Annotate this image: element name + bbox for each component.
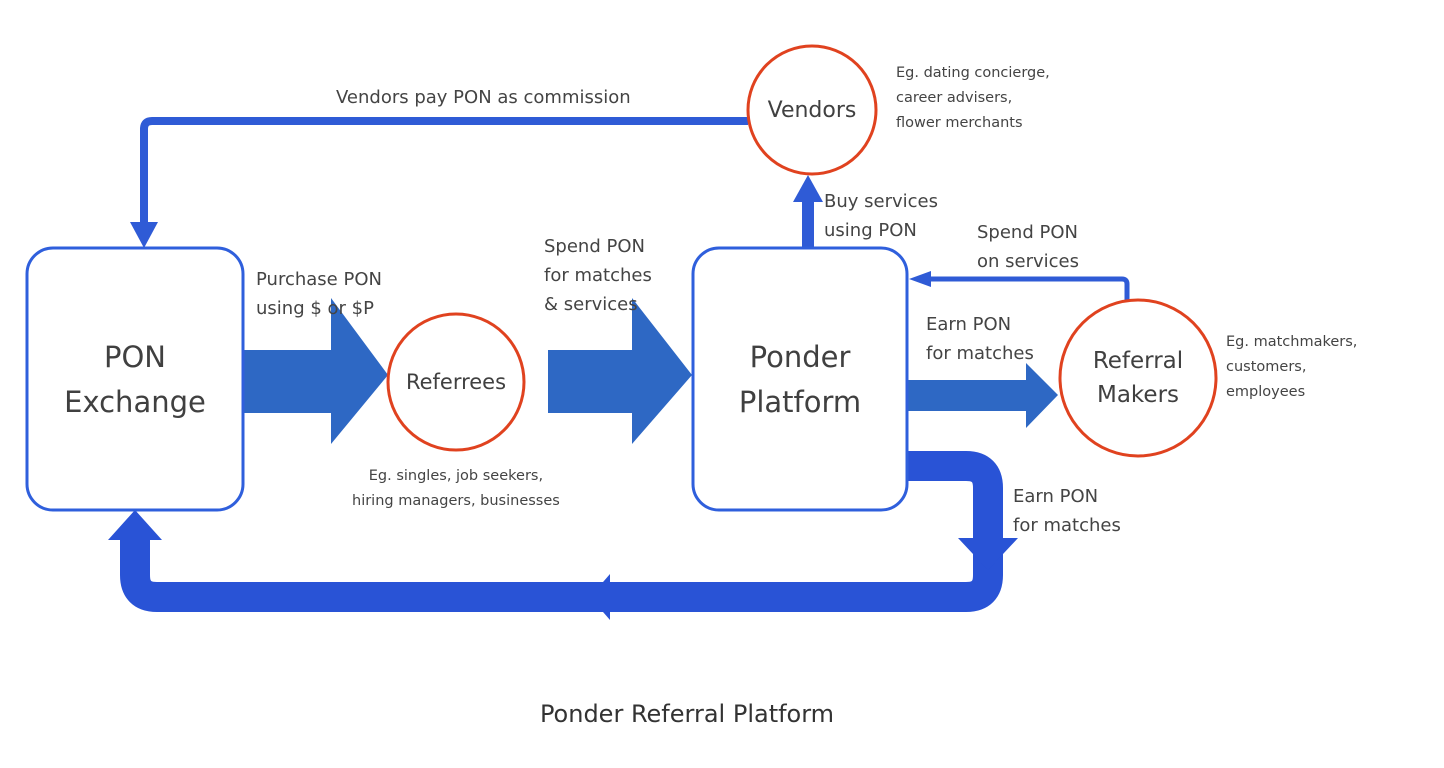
earn-pon-loop-label: Earn PON for matches [1013,486,1121,536]
vendors-to-exchange-arrow [140,117,748,226]
vendors-circle [746,44,878,176]
referrees-to-platform-arrow [548,298,692,444]
purchase-pon-label: Purchase PON using $ or $P [256,269,382,319]
buy-services-label: Buy services using PON [824,191,938,241]
vendors-to-exchange-arrowhead [130,222,158,248]
ponder-platform-label: Ponder Platform [738,340,862,419]
loop-midway-arrowhead [590,574,610,620]
platform-to-vendors-shaft [802,200,814,248]
vendors-examples: Eg. dating concierge, career advisers, f… [896,65,1050,131]
loop-downward-arrowhead [958,538,1018,570]
referrees-circle [386,312,526,452]
exchange-to-referrees-arrow [243,298,388,444]
spend-matches-services-label: Spend PON for matches & services [544,236,652,315]
pon-exchange-box [25,246,245,512]
vendors-pay-label: Vendors pay PON as commission [336,87,631,108]
referral-makers-label: Referral Makers [1092,348,1184,408]
spend-on-services-label: Spend PON on services [977,222,1079,272]
referral-to-platform-arrowhead [909,271,931,287]
pon-exchange-label: PON Exchange [64,340,206,419]
platform-to-exchange-loop [120,451,1003,612]
referrees-examples: Eg. singles, job seekers, hiring manager… [352,468,560,509]
referral-to-platform-arrow [926,276,1130,302]
diagram-caption: Ponder Referral Platform [539,700,835,728]
ponder-platform-box [691,246,909,512]
vendors-label: Vendors [767,97,857,123]
referrees-label: Referrees [405,370,507,394]
earn-pon-referral-label: Earn PON for matches [926,314,1034,364]
referral-makers-examples: Eg. matchmakers, customers, employees [1226,334,1358,400]
loop-up-arrowhead [108,510,162,540]
referral-makers-circle [1058,298,1218,458]
platform-to-referral-arrow [908,363,1058,428]
platform-to-vendors-arrowhead [793,175,823,202]
